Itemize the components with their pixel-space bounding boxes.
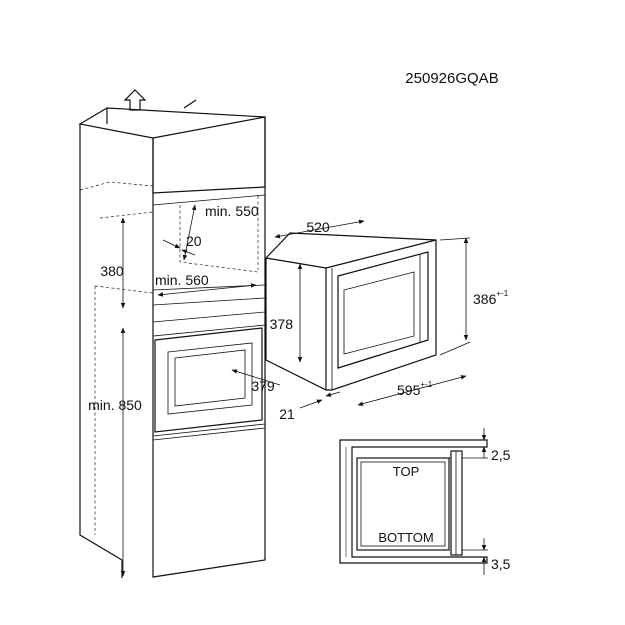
tall-cabinet — [78, 89, 281, 578]
drawing-code: 250926GQAB — [405, 70, 498, 87]
section-label-top: TOP — [393, 464, 420, 479]
dim-frame-depth: 21 — [279, 406, 295, 422]
dim-clearance-top: 2,5 — [491, 447, 511, 463]
section-label-bottom: BOTTOM — [378, 530, 433, 545]
dim-appliance-inner-depth: 379 — [251, 378, 275, 394]
appliance-drawing — [265, 232, 437, 391]
dim-niche-offset: 20 — [186, 233, 202, 249]
dim-niche-depth: min. 550 — [205, 203, 259, 219]
dim-cabinet-height: min. 850 — [88, 397, 142, 413]
section-view — [339, 428, 488, 575]
dim-appliance-width: 595+-1 — [397, 380, 433, 398]
dim-appliance-inner-height: 378 — [270, 316, 294, 332]
dim-clearance-bottom: 3,5 — [491, 556, 511, 572]
airflow-arrow-icon — [123, 89, 197, 111]
dim-niche-width: min. 560 — [155, 272, 209, 288]
dim-appliance-depth: 520 — [306, 219, 330, 235]
dim-niche-height: 380 — [100, 263, 124, 279]
dim-appliance-height: 386+-1 — [473, 289, 509, 307]
